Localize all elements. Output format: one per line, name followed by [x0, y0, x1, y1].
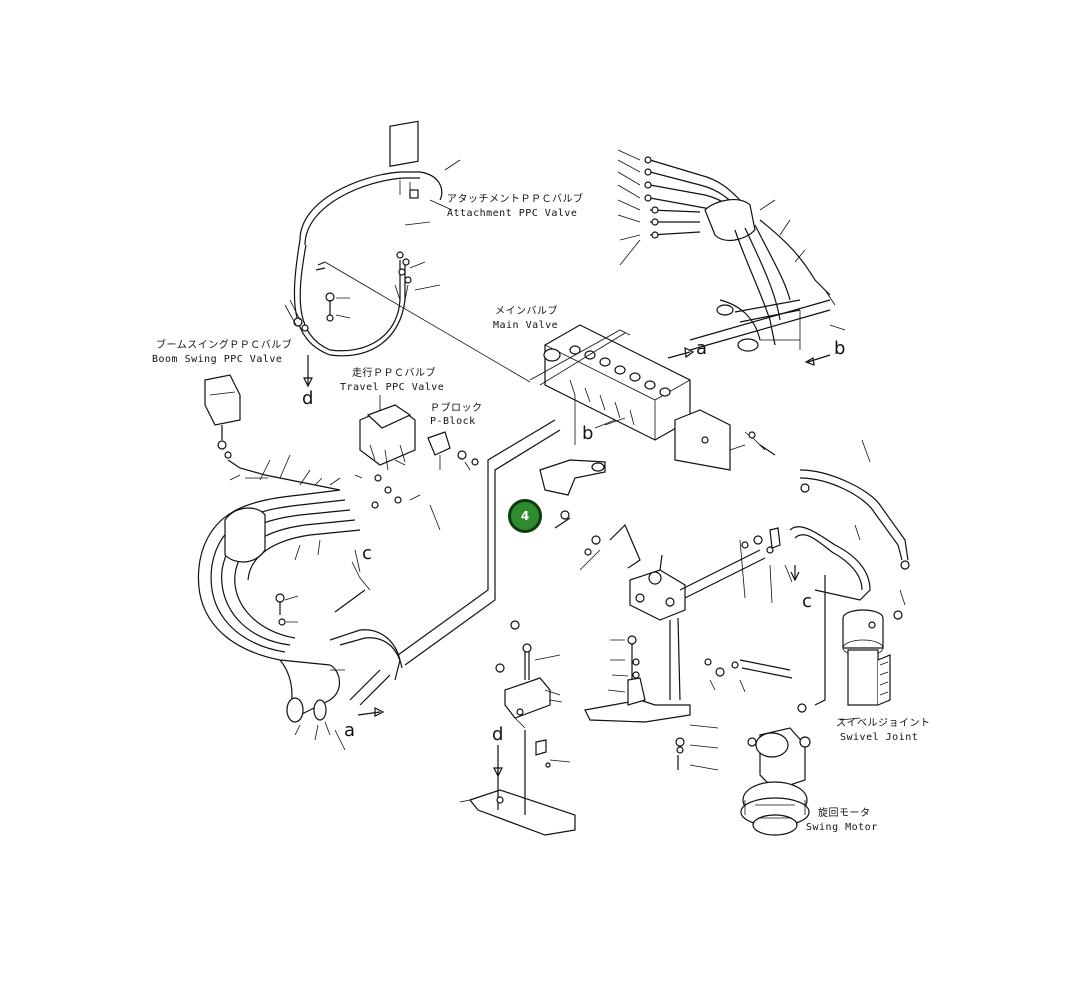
- boom-swing-ppc-valve: [204, 374, 341, 491]
- connection-mark-d-lower: d: [492, 724, 504, 745]
- label-swing-motor-en: Swing Motor: [806, 822, 878, 833]
- label-swivel-joint-jp: スイベルジョイント: [836, 718, 931, 729]
- part-callout-4[interactable]: 4: [508, 499, 542, 533]
- label-p-block-jp: Ｐブロック: [430, 403, 483, 414]
- label-travel-ppc-valve-en: Travel PPC Valve: [340, 382, 445, 393]
- connection-mark-b-right: b: [834, 338, 846, 359]
- connection-mark-a-upper: a: [696, 338, 708, 359]
- label-attachment-ppc-valve-en: Attachment PPC Valve: [447, 208, 578, 219]
- swing-motor: [740, 703, 811, 836]
- label-main-valve-en: Main Valve: [493, 320, 559, 331]
- connection-mark-d-upper: d: [302, 388, 314, 409]
- connection-mark-b-center: b: [582, 423, 594, 444]
- label-travel-ppc-valve-jp: 走行ＰＰＣバルブ: [352, 368, 436, 379]
- label-swing-motor-jp: 旋回モータ: [818, 808, 871, 819]
- p-block: [427, 431, 479, 471]
- swivel-joint: [839, 609, 903, 721]
- label-boom-swing-ppc-valve-en: Boom Swing PPC Valve: [152, 354, 283, 365]
- label-attachment-ppc-valve-jp: アタッチメントＰＰＣバルブ: [447, 194, 584, 205]
- hose-bundle-upper-right: [594, 149, 846, 429]
- hose-bundle-lower-left: [197, 419, 561, 751]
- label-main-valve-jp: メインバルブ: [495, 306, 558, 317]
- swing-bracket: [584, 635, 719, 771]
- connection-mark-c-right: c: [802, 591, 812, 612]
- swing-valve-assembly: [579, 439, 910, 706]
- lower-bracket-assembly: [459, 620, 576, 836]
- label-boom-swing-ppc-valve-jp: ブームスイングＰＰＣバルブ: [156, 340, 293, 351]
- attachment-ppc-valve: [284, 120, 531, 388]
- connection-mark-c-left: c: [362, 543, 372, 564]
- label-swivel-joint-en: Swivel Joint: [840, 732, 919, 743]
- connection-mark-a-lower: a: [344, 720, 356, 741]
- travel-ppc-valve: [359, 395, 421, 509]
- main-valve: [529, 324, 776, 529]
- label-p-block-en: P-Block: [430, 416, 476, 427]
